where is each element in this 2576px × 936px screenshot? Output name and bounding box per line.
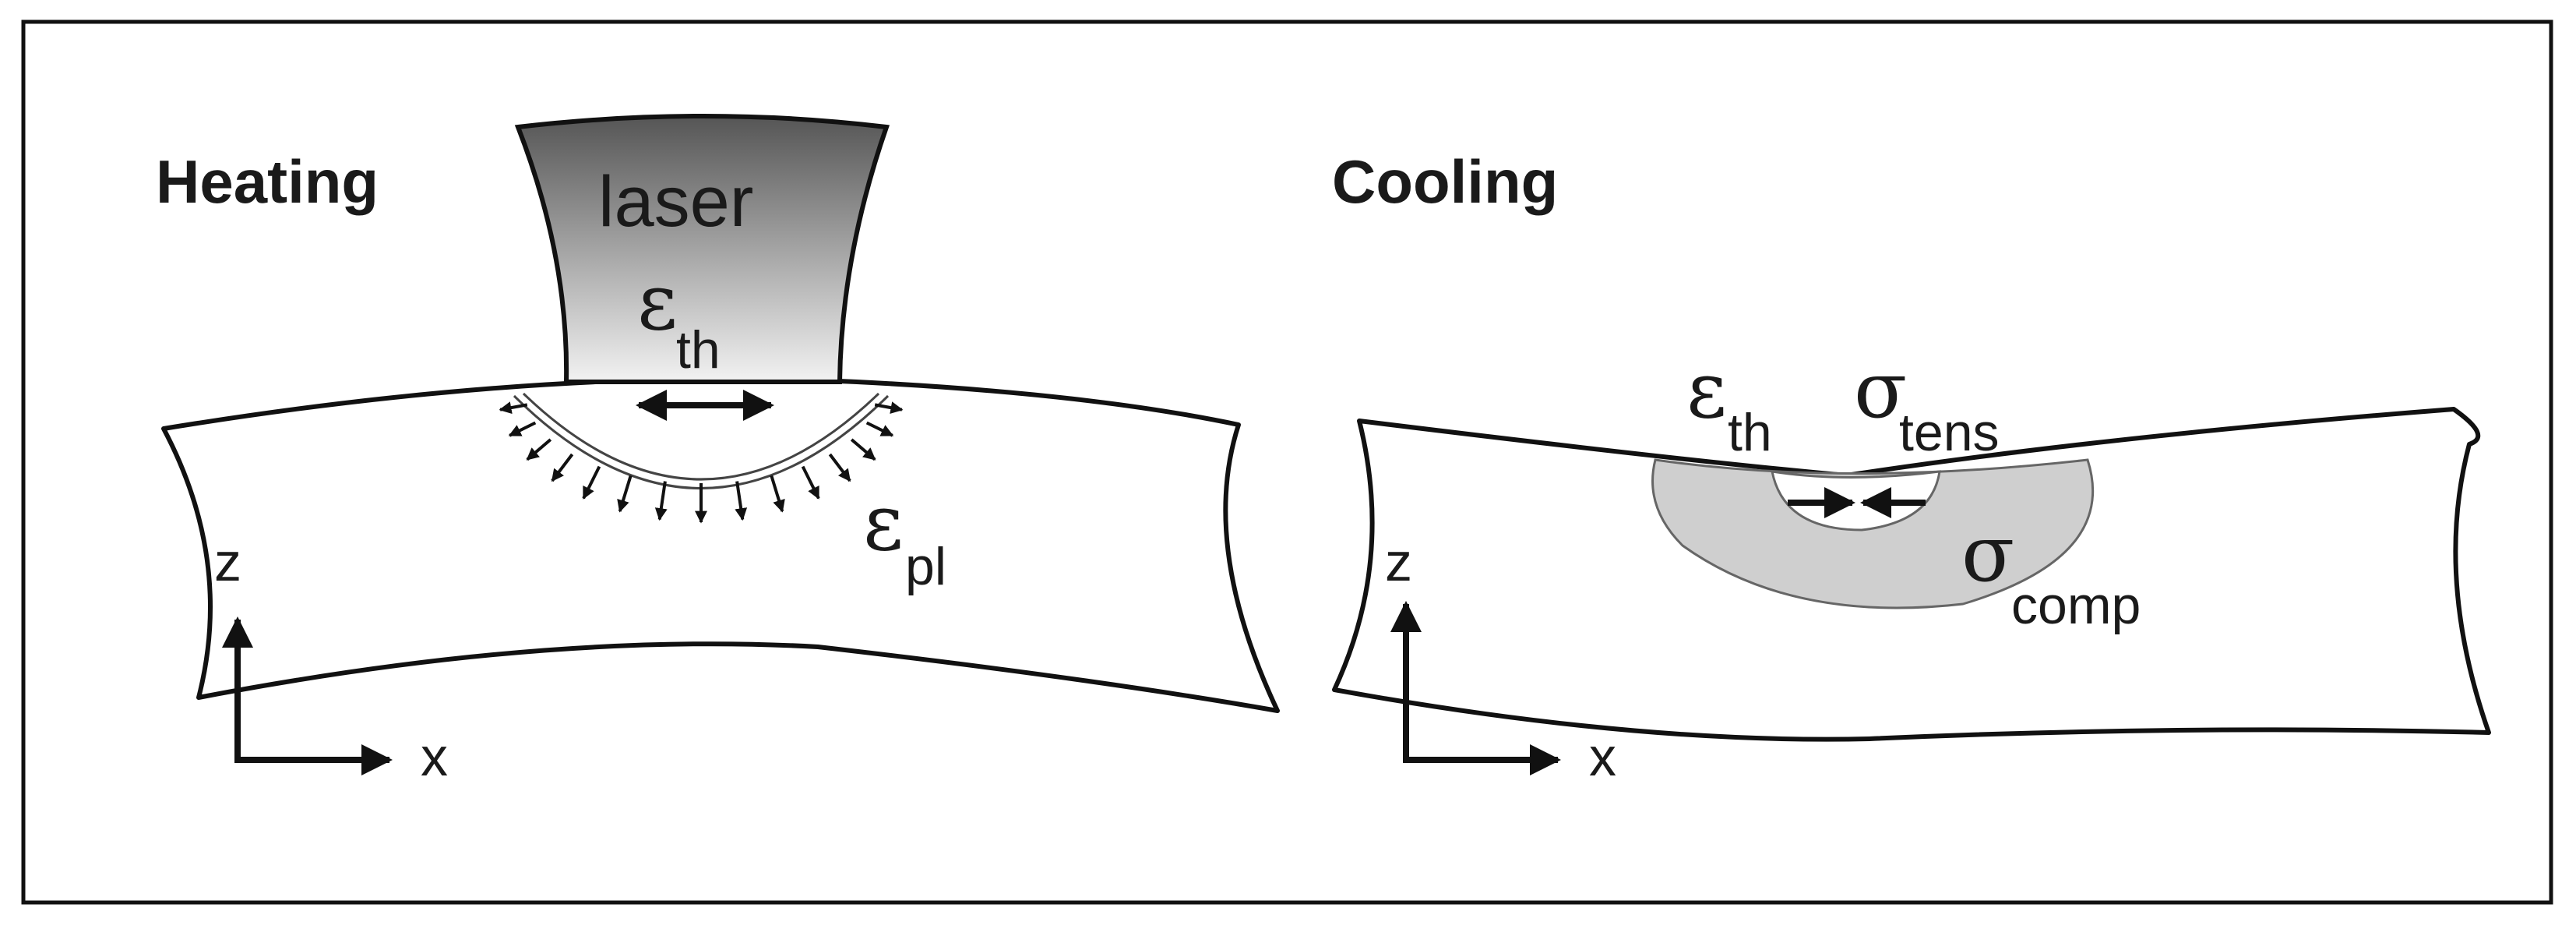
plastic-strain-arrow (874, 401, 904, 414)
figure-frame (21, 19, 2553, 905)
cooling-title: Cooling (1332, 147, 1558, 216)
heating-z-label: z (214, 532, 241, 592)
cooling-z-label: z (1385, 532, 1412, 592)
heating-eps-pl-symbol: ε (863, 477, 904, 568)
heating-sheet (161, 376, 1280, 713)
plastic-strain-arrow (828, 453, 851, 482)
plastic-strain-arrow (770, 475, 785, 513)
heating-eps-th-subscript: th (676, 320, 721, 380)
plastic-strain-arrow (508, 421, 537, 437)
plastic-strain-arrow (499, 401, 528, 414)
plastic-zone-arc-inner (522, 392, 880, 481)
plastic-strain-arrow (850, 438, 876, 461)
plastic-strain-arrow (551, 453, 574, 482)
plastic-strain-arrow (654, 481, 668, 521)
cooling-axes: z x (1385, 532, 1616, 787)
heating-eps-th-symbol: ε (637, 256, 678, 348)
sigma-tens-subscript: tens (1899, 403, 2000, 462)
sigma-tens-symbol: σ (1854, 344, 1907, 436)
heating-eps-pl-subscript: pl (905, 537, 946, 596)
plastic-strain-label: ε pl (863, 477, 946, 596)
plastic-strain-arrows (499, 401, 904, 524)
sigma-comp-subscript: comp (2011, 576, 2141, 635)
cooling-thermal-strain-label: ε th (1686, 344, 1772, 462)
laser-label: laser (598, 162, 753, 242)
plastic-strain-arrow (735, 481, 748, 521)
heating-panel: Heating laser ε th ε pl z x (156, 114, 1280, 787)
cooling-eps-th-subscript: th (1728, 403, 1772, 462)
heating-axes: z x (214, 532, 448, 787)
laser-beam (514, 114, 890, 384)
plastic-strain-arrow (617, 475, 633, 513)
tensile-zone (1771, 470, 1941, 532)
heating-title: Heating (156, 147, 379, 216)
heating-x-label: x (421, 726, 448, 787)
sigma-comp-symbol: σ (1961, 508, 2014, 599)
plastic-strain-arrow (526, 438, 552, 461)
cooling-panel: Cooling ε th σ tens σ comp z x (1332, 147, 2491, 787)
tensile-stress-label: σ tens (1854, 344, 2000, 462)
plastic-strain-arrow (582, 465, 601, 500)
cooling-eps-th-symbol: ε (1686, 344, 1727, 436)
heating-thermal-strain-label: ε th (637, 256, 721, 380)
plastic-strain-arrow (865, 421, 894, 437)
compressive-zone (1651, 458, 2095, 609)
cooling-x-label: x (1589, 726, 1616, 787)
compressive-stress-label: σ comp (1961, 508, 2141, 635)
plastic-strain-arrow (801, 465, 820, 500)
